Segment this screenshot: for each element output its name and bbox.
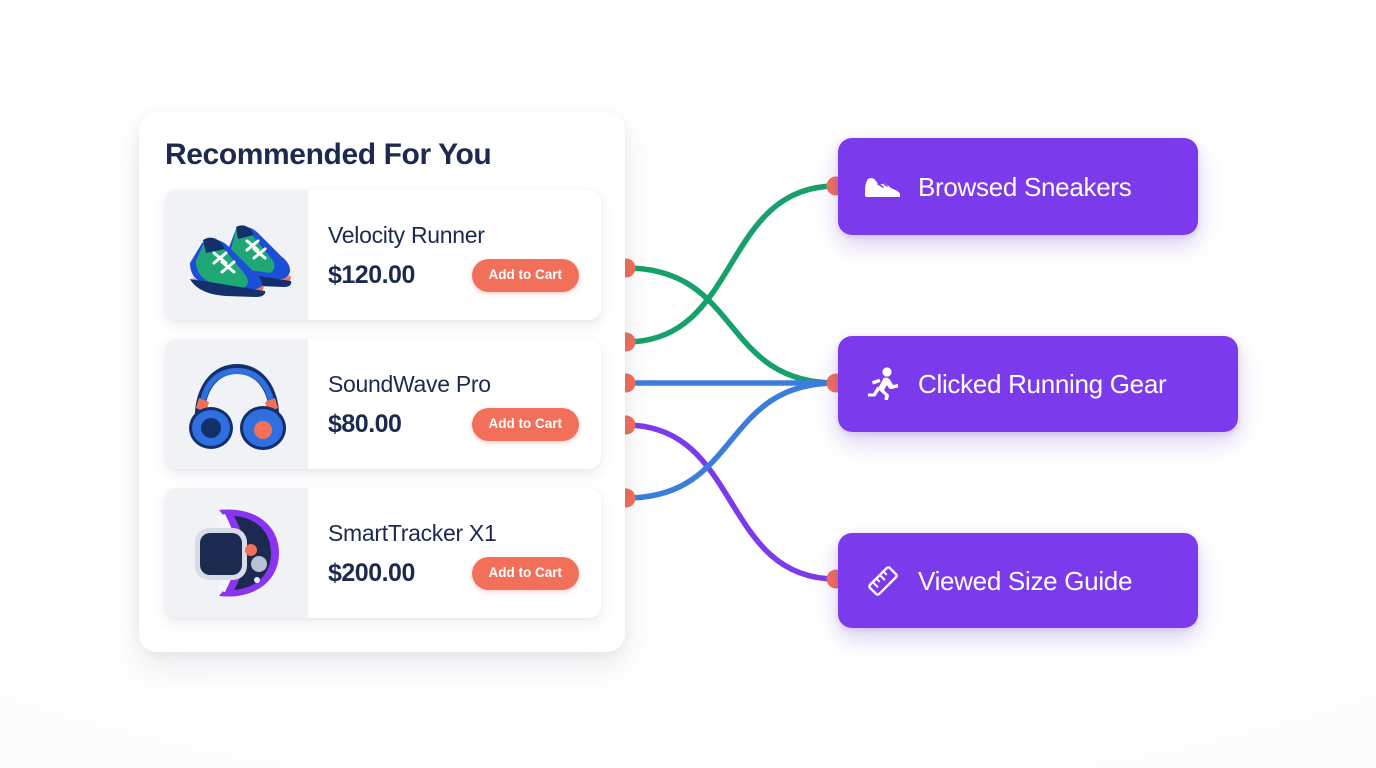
product-card-velocity-runner[interactable]: Velocity Runner $120.00 Add to Cart [165,190,601,320]
connector-line [623,380,839,501]
sneaker-icon [864,168,902,206]
product-card-soundwave-pro[interactable]: SoundWave Pro $80.00 Add to Cart [165,339,601,469]
product-info: Velocity Runner $120.00 Add to Cart [308,190,601,320]
add-to-cart-button[interactable]: Add to Cart [471,557,579,590]
product-price: $120.00 [328,261,415,290]
signal-card-browsed-sneakers[interactable]: Browsed Sneakers [838,138,1198,235]
add-to-cart-button[interactable]: Add to Cart [471,408,579,441]
signal-label: Browsed Sneakers [918,171,1132,202]
running-person-icon [864,365,902,403]
product-card-smarttracker-x1[interactable]: SmartTracker X1 $200.00 Add to Cart [165,488,601,618]
recommendations-panel: Recommended For You [139,112,625,652]
product-price: $80.00 [328,410,402,439]
connector-line [623,183,839,345]
product-info: SmartTracker X1 $200.00 Add to Cart [308,488,601,618]
signal-card-clicked-running-gear[interactable]: Clicked Running Gear [838,336,1238,432]
add-to-cart-button[interactable]: Add to Cart [471,259,579,292]
price-row: $80.00 Add to Cart [328,408,579,441]
page-title: Recommended For You [165,138,492,171]
connector-line [623,265,839,386]
connector-line [623,422,839,582]
signal-card-viewed-size-guide[interactable]: Viewed Size Guide [838,533,1198,628]
product-name: Velocity Runner [328,222,485,249]
product-list: Velocity Runner $120.00 Add to Cart [165,190,601,618]
product-price: $200.00 [328,559,415,588]
price-row: $200.00 Add to Cart [328,557,579,590]
price-row: $120.00 Add to Cart [328,259,579,292]
product-name: SoundWave Pro [328,371,491,398]
sneakers-image [165,190,308,320]
signal-label: Clicked Running Gear [918,369,1167,399]
product-info: SoundWave Pro $80.00 Add to Cart [308,339,601,469]
ruler-icon [864,562,902,600]
smartwatch-image [165,488,308,618]
signal-label: Viewed Size Guide [918,565,1133,596]
product-name: SmartTracker X1 [328,520,497,547]
headphones-image [165,339,308,469]
